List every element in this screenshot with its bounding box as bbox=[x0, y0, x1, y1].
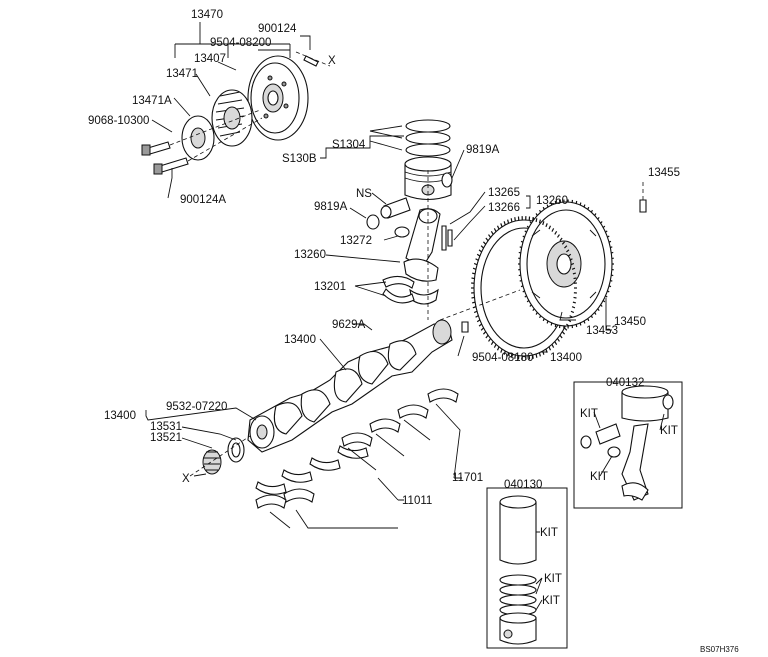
label-9819a-right: 9819A bbox=[466, 144, 500, 156]
label-s1304: S1304 bbox=[332, 139, 366, 151]
label-13272: 13272 bbox=[340, 235, 372, 247]
label-13471a: 13471A bbox=[132, 95, 172, 107]
leader-lines bbox=[145, 61, 612, 501]
label-kit-b: KIT bbox=[660, 425, 678, 437]
label-9532-07220: 9532-07220 bbox=[166, 401, 227, 413]
label-11011: 11011 bbox=[402, 495, 432, 507]
label-kit-f: KIT bbox=[542, 595, 560, 607]
label-kit-c: KIT bbox=[590, 471, 608, 483]
label-13455: 13455 bbox=[648, 167, 680, 179]
label-9819a-left: 9819A bbox=[314, 201, 348, 213]
label-13201: 13201 bbox=[314, 281, 346, 293]
label-900124a: 900124A bbox=[180, 194, 226, 206]
label-13266: 13266 bbox=[488, 202, 520, 214]
label-13260-left: 13260 bbox=[294, 249, 326, 261]
label-040130: 040130 bbox=[504, 479, 542, 491]
label-13400-top: 13400 bbox=[284, 334, 316, 346]
piston-rod-group bbox=[366, 119, 453, 320]
main-bearing-group bbox=[255, 388, 461, 529]
label-ns: NS bbox=[356, 188, 372, 200]
label-kit-a: KIT bbox=[580, 408, 598, 420]
label-9629a: 9629A bbox=[332, 319, 366, 331]
label-kit-e: KIT bbox=[544, 573, 562, 585]
label-13265: 13265 bbox=[488, 187, 520, 199]
label-13471: 13471 bbox=[166, 68, 198, 80]
crankshaft-group bbox=[189, 319, 453, 477]
label-13450: 13450 bbox=[614, 316, 646, 328]
label-13521: 13521 bbox=[150, 432, 182, 444]
label-kit-d: KIT bbox=[540, 527, 558, 539]
label-13400-left: 13400 bbox=[104, 410, 136, 422]
label-9504-08180: 9504-08180 bbox=[472, 352, 533, 364]
pulley-group bbox=[141, 22, 331, 175]
label-9068-10300: 9068-10300 bbox=[88, 115, 149, 127]
label-x-top: X bbox=[328, 55, 336, 67]
label-13531: 13531 bbox=[150, 421, 182, 433]
label-11701: 11701 bbox=[452, 472, 483, 484]
label-13470: 13470 bbox=[191, 9, 223, 21]
label-x-bottom: X bbox=[182, 473, 190, 485]
label-900124: 900124 bbox=[258, 23, 297, 35]
label-040132: 040132 bbox=[606, 377, 644, 389]
kit-box-040132 bbox=[573, 381, 683, 509]
ring-gear-teeth bbox=[471, 216, 577, 360]
flywheel-group bbox=[439, 182, 647, 357]
flywheel-teeth bbox=[518, 199, 614, 329]
label-13260-right: 13260 bbox=[536, 195, 568, 207]
label-13407: 13407 bbox=[194, 53, 226, 65]
label-13400-ref: 13400 bbox=[550, 352, 582, 364]
callout-labels: 13470 900124 9504-08200 X 13407 13471 13… bbox=[88, 9, 739, 654]
kit-box-040130 bbox=[486, 487, 568, 649]
label-9504-08200: 9504-08200 bbox=[210, 37, 271, 49]
label-13453: 13453 bbox=[586, 325, 618, 337]
drawing-code: BS07H376 bbox=[700, 645, 739, 654]
label-s130b: S130B bbox=[282, 153, 317, 165]
